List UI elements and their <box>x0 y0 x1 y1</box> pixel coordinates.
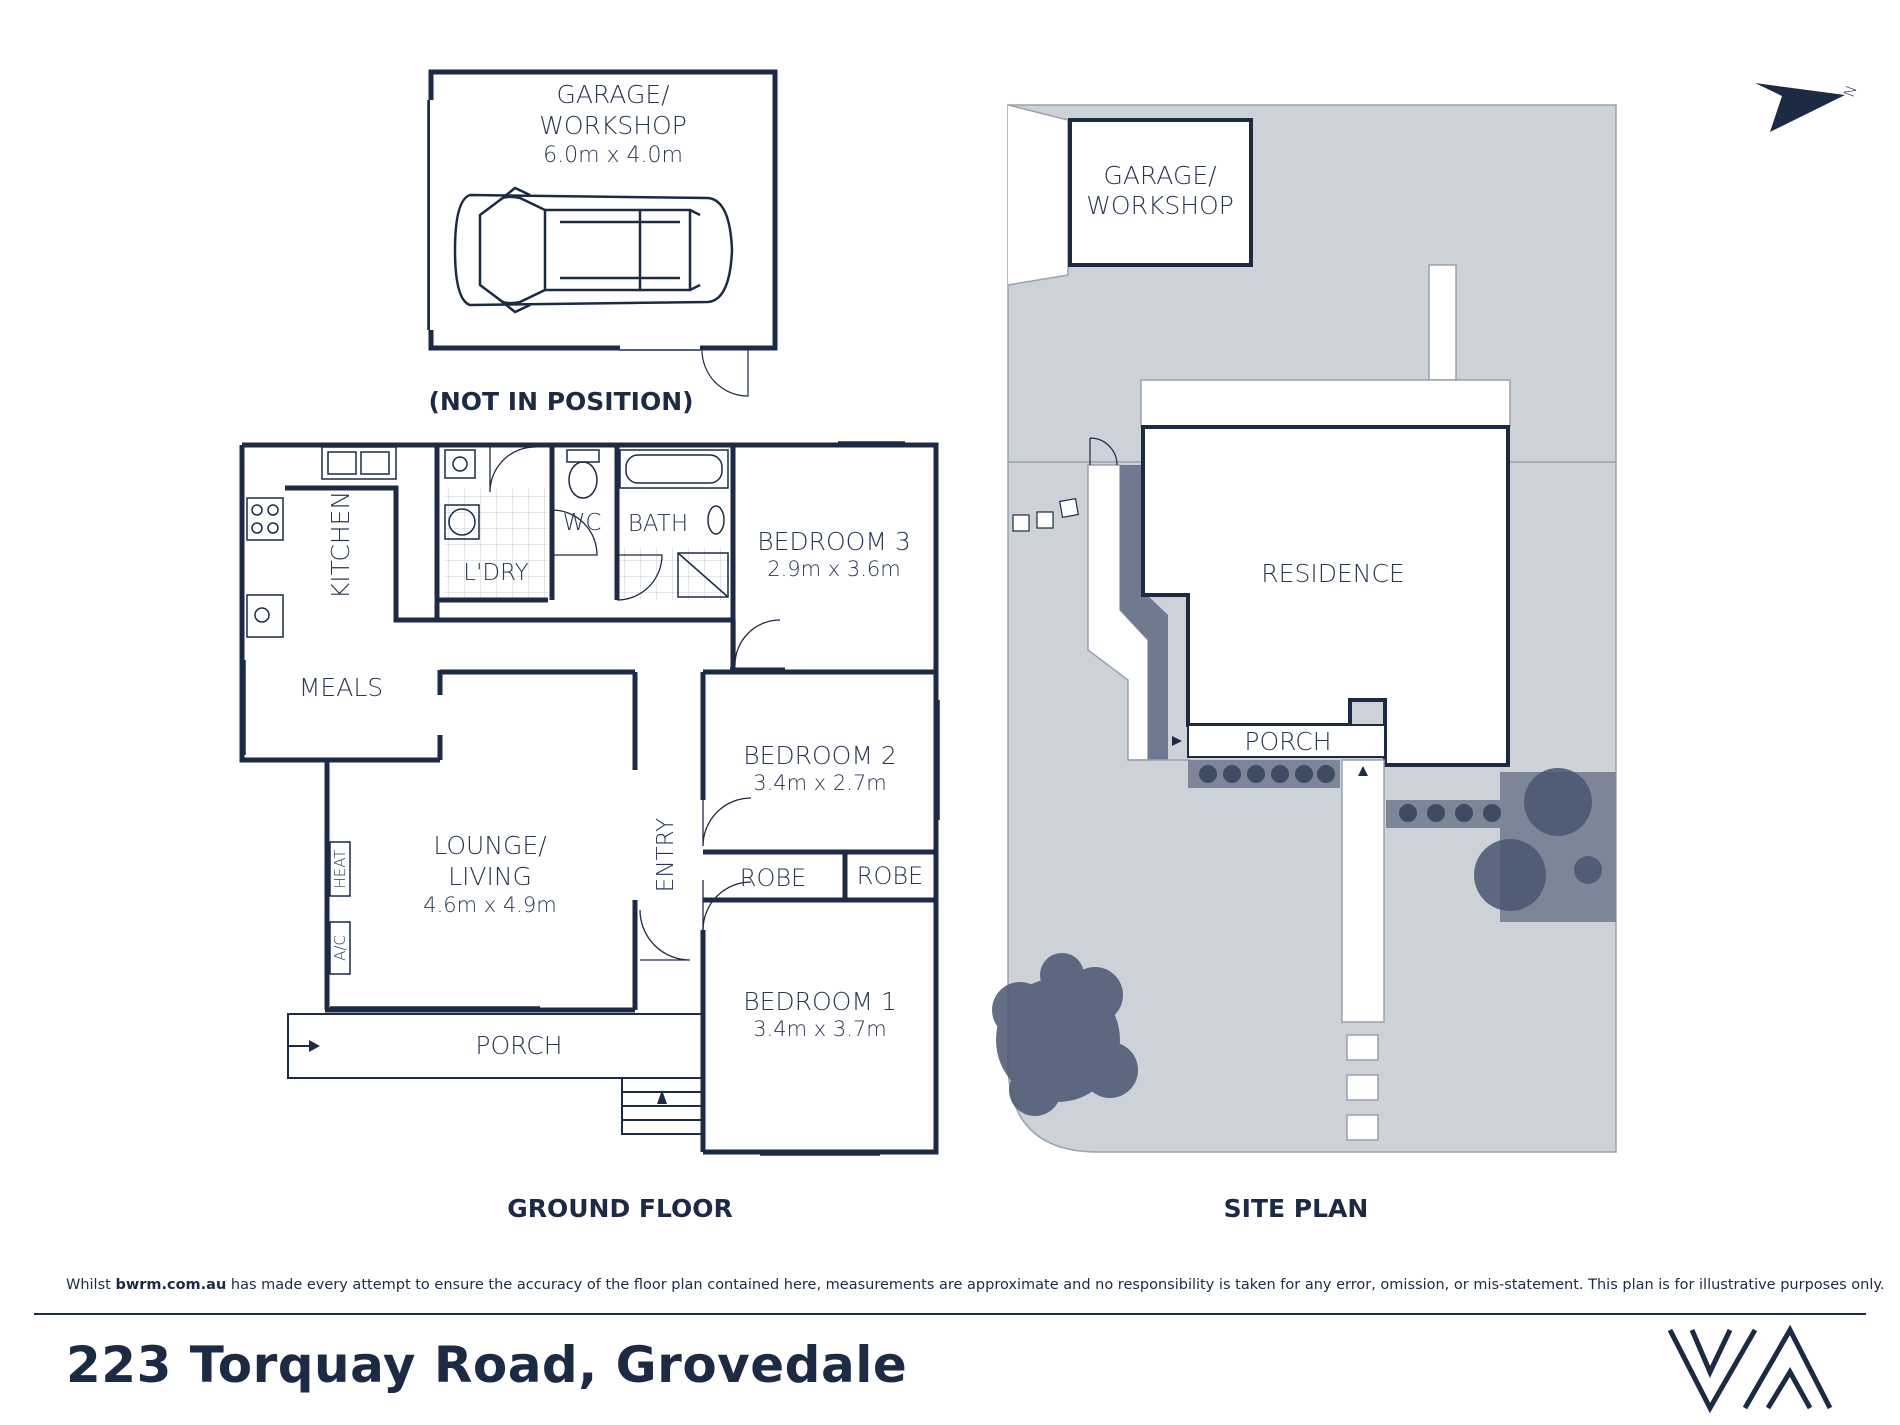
logo-text: VA <box>0 0 2 1</box>
ac-unit-label: A/C <box>331 935 349 961</box>
site-porch: PORCH <box>1244 727 1331 756</box>
ground-floor-plan: KITCHEN MEALS L'DRY WC BATH BEDROOM 3 2.… <box>239 441 940 1156</box>
room-bedroom3-name: BEDROOM 3 <box>757 527 911 556</box>
property-address: 223 Torquay Road, Grovedale <box>66 1336 908 1394</box>
room-porch: PORCH <box>475 1031 562 1060</box>
north-label: N <box>1840 83 1861 100</box>
garage-name-line2: WORKSHOP <box>539 111 687 140</box>
room-wc: WC <box>563 510 602 536</box>
north-arrow-icon <box>1755 83 1845 132</box>
room-lounge-line1: LOUNGE/ <box>433 831 547 860</box>
room-lounge-dims: 4.6m x 4.9m <box>423 893 557 917</box>
room-bath: BATH <box>628 511 688 537</box>
room-robe-right: ROBE <box>857 862 923 890</box>
room-bedroom1-name: BEDROOM 1 <box>743 987 897 1016</box>
site-residence: RESIDENCE <box>1261 559 1404 588</box>
room-bedroom2-dims: 3.4m x 2.7m <box>753 771 887 795</box>
room-entry: ENTRY <box>653 818 679 892</box>
car-icon <box>453 186 734 314</box>
site-garage-line2: WORKSHOP <box>1086 191 1234 220</box>
room-bedroom3-dims: 2.9m x 3.6m <box>767 557 901 581</box>
room-bedroom2-name: BEDROOM 2 <box>743 741 897 770</box>
site-plan-title: SITE PLAN <box>1224 1194 1369 1223</box>
tree-icon <box>992 953 1138 1116</box>
tree-icon <box>1474 768 1602 911</box>
room-meals: MEALS <box>299 673 383 702</box>
room-robe-left: ROBE <box>740 864 806 892</box>
site-plan: N GARAGE/ WORKSHOP RESIDENCE PORCH <box>992 83 1861 1153</box>
room-laundry: L'DRY <box>463 560 528 586</box>
agency-logo: VA <box>0 0 1833 1414</box>
garage-name-line1: GARAGE/ <box>556 80 670 109</box>
footer-divider <box>34 1313 1866 1315</box>
disclaimer-body: has made every attempt to ensure the acc… <box>230 1277 1885 1293</box>
garage-plan: GARAGE/ WORKSHOP 6.0m x 4.0m <box>427 69 778 397</box>
room-lounge-line2: LIVING <box>448 862 532 891</box>
disclaimer-site-link[interactable]: bwrm.com.au <box>115 1277 227 1293</box>
garage-dimensions: 6.0m x 4.0m <box>543 143 683 168</box>
room-bedroom1-dims: 3.4m x 3.7m <box>753 1017 887 1041</box>
disclaimer-text: Whilst bwrm.com.au has made every attemp… <box>66 1277 1885 1293</box>
ground-floor-title: GROUND FLOOR <box>507 1194 733 1223</box>
heat-unit-label: HEAT <box>331 849 349 888</box>
garage-position-note: (NOT IN POSITION) <box>428 387 693 416</box>
disclaimer-prefix: Whilst <box>66 1277 111 1293</box>
site-garage-line1: GARAGE/ <box>1103 161 1217 190</box>
room-kitchen: KITCHEN <box>326 491 355 599</box>
